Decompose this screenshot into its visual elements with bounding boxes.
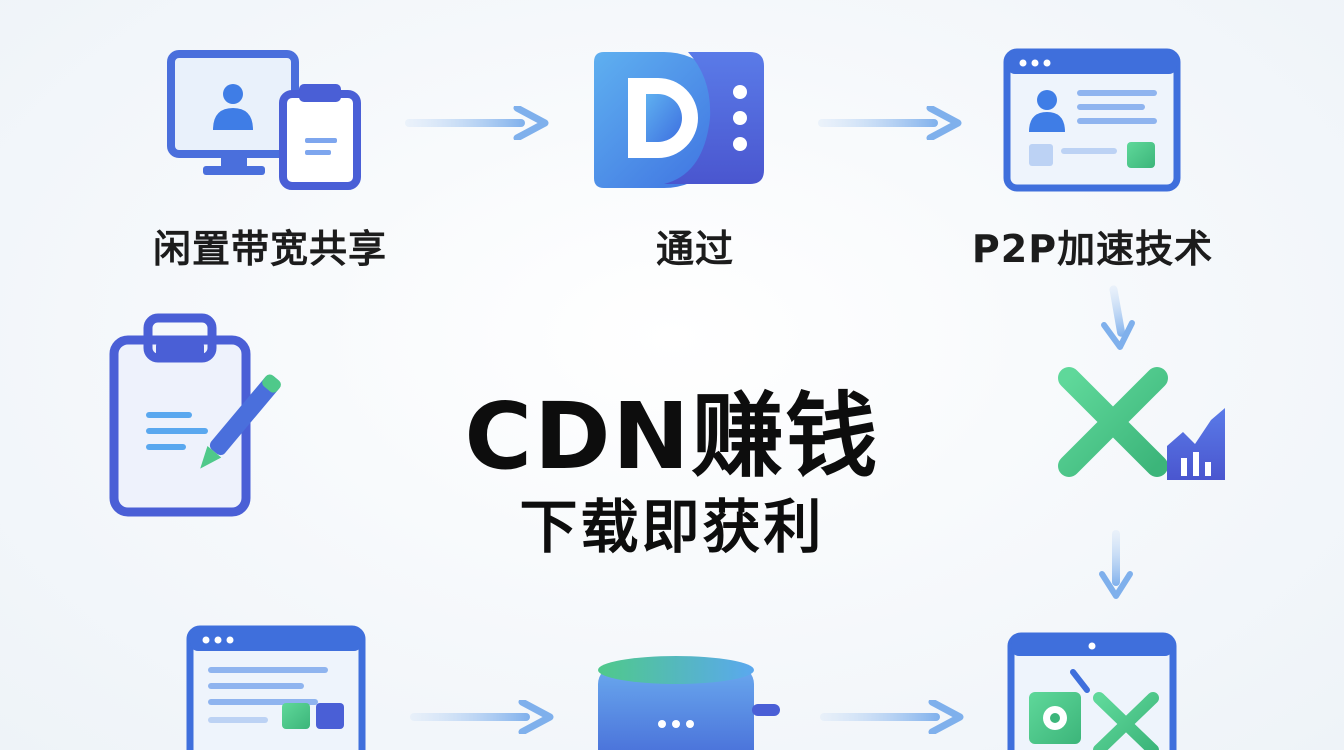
browser-list-icon bbox=[186, 625, 366, 750]
arrow-right-icon bbox=[820, 700, 965, 734]
monitor-disk-x-icon bbox=[1007, 632, 1177, 750]
step-label: 通过 bbox=[655, 227, 734, 271]
step-label: P2P加速技术 bbox=[971, 227, 1214, 271]
clipboard-pen-icon bbox=[108, 312, 298, 517]
arrow-right-icon bbox=[818, 106, 963, 140]
server-drum-icon bbox=[594, 652, 784, 750]
page-subtitle: 下载即获利 bbox=[519, 493, 825, 561]
arrow-down-icon bbox=[1096, 530, 1136, 602]
d-logo-icon bbox=[588, 48, 768, 188]
computer-user-icon bbox=[165, 50, 365, 195]
x-chart-icon bbox=[1055, 362, 1235, 487]
step-label: 闲置带宽共享 bbox=[152, 227, 387, 271]
page-title: CDN赚钱 bbox=[464, 383, 880, 490]
arrow-down-icon bbox=[1098, 285, 1138, 353]
browser-profile-icon bbox=[1003, 48, 1181, 193]
arrow-right-icon bbox=[405, 106, 550, 140]
arrow-right-icon bbox=[410, 700, 555, 734]
